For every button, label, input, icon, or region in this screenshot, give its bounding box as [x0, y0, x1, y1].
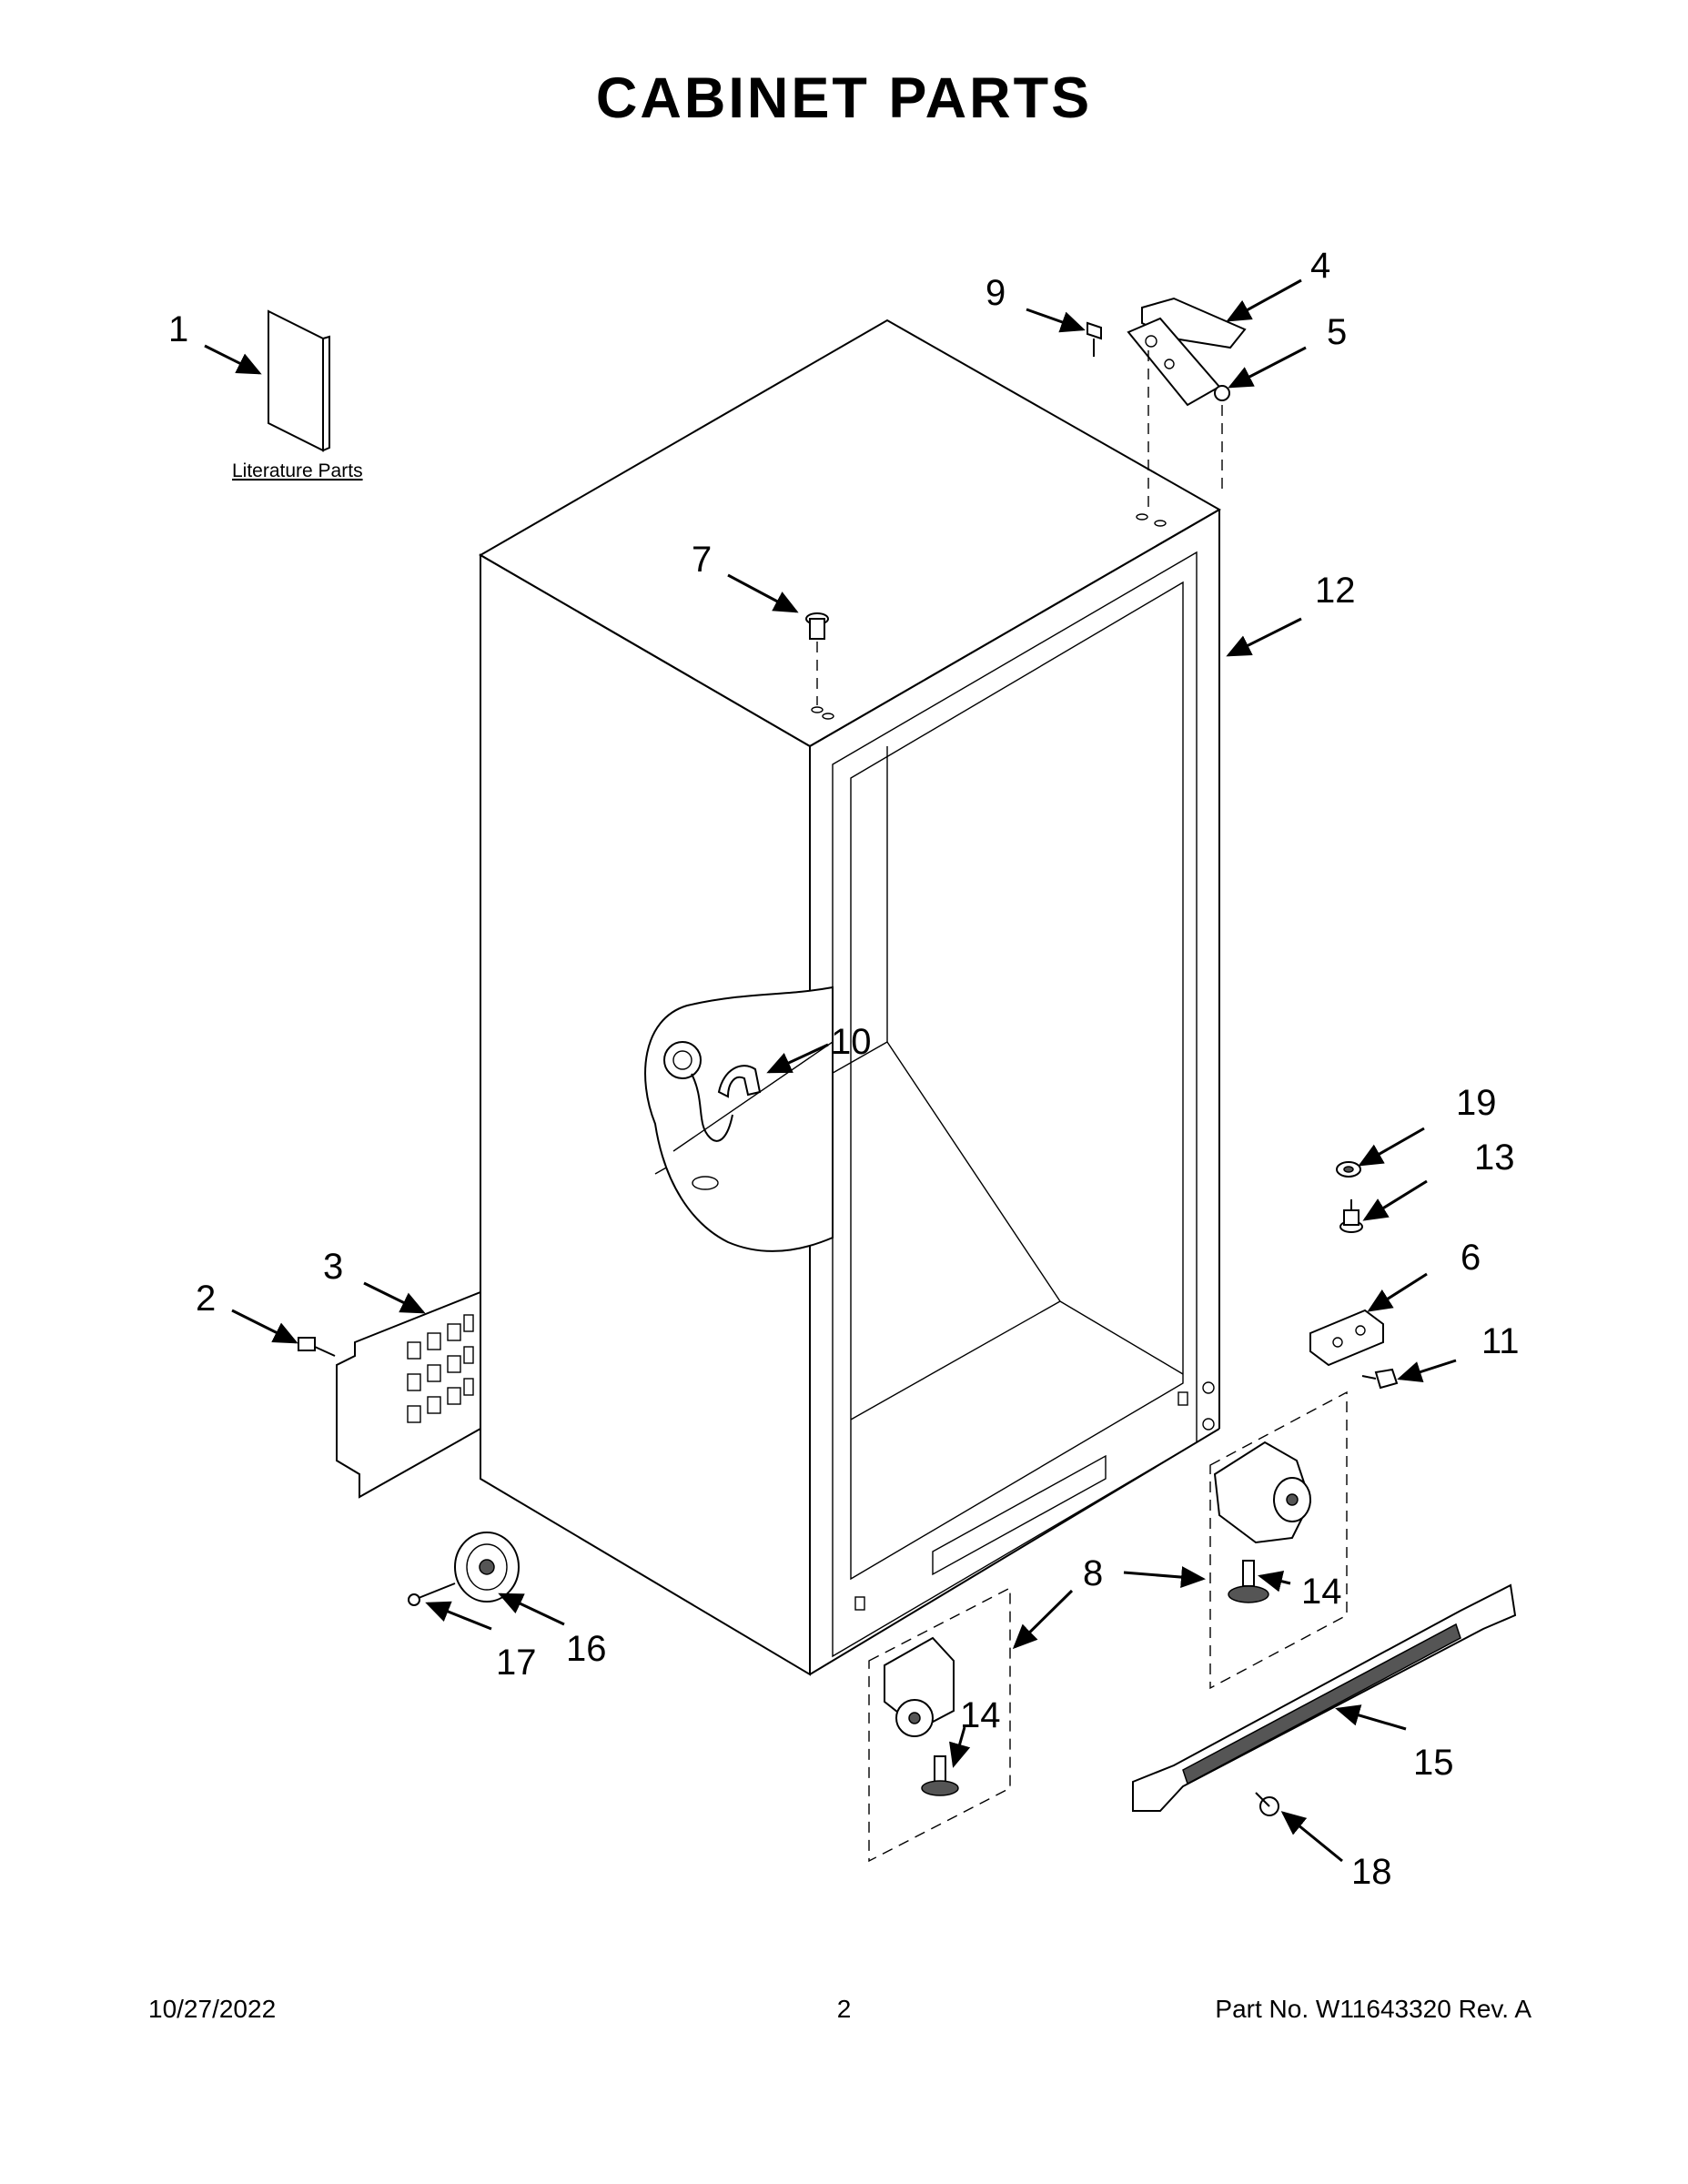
callout-18: 18 [1351, 1852, 1392, 1892]
rear-grille-panel-part [336, 1290, 481, 1499]
cabinet-body [479, 318, 1222, 1676]
hinge-screw-bottom-part [1361, 1368, 1399, 1390]
callout-17: 17 [496, 1643, 537, 1683]
footer-date: 10/27/2022 [148, 1995, 277, 2023]
leveling-leg-left-part [921, 1755, 959, 1796]
grille-screw-part [1255, 1792, 1279, 1816]
callout-12: 12 [1315, 571, 1356, 611]
page-title: CABINET PARTS [595, 66, 1093, 130]
callout-4: 4 [1310, 246, 1330, 286]
panel-screw-part [298, 1337, 336, 1357]
callout-16: 16 [566, 1629, 607, 1669]
callout-2: 2 [196, 1279, 216, 1319]
literature-parts-label: Literature Parts [232, 460, 363, 481]
hinge-screw-part [1087, 321, 1102, 357]
leveling-leg-right-part [1228, 1560, 1269, 1603]
callout-15: 15 [1413, 1743, 1454, 1783]
callout-6: 6 [1461, 1238, 1481, 1278]
footer-page-number: 2 [836, 1995, 852, 2023]
bottom-hinge-part [1309, 1309, 1384, 1367]
drain-tube-part [663, 1041, 762, 1142]
top-hinge-part [1127, 317, 1230, 510]
hinge-pin-part [1339, 1199, 1363, 1233]
top-plug-part [805, 612, 829, 705]
callout-14-right: 14 [1301, 1572, 1342, 1612]
callout-7: 7 [692, 540, 712, 580]
callout-13: 13 [1474, 1138, 1515, 1178]
literature-parts-icon [268, 309, 330, 452]
callout-11: 11 [1481, 1321, 1520, 1361]
washer-part [1336, 1161, 1361, 1178]
callout-3: 3 [323, 1247, 343, 1287]
callout-arrows [204, 278, 1457, 1863]
front-roller-assembly-right [1209, 1390, 1348, 1690]
toe-grille-part [1132, 1583, 1517, 1812]
front-roller-assembly-left [868, 1586, 1011, 1863]
callout-10: 10 [831, 1022, 872, 1062]
callout-8: 8 [1083, 1553, 1103, 1593]
callout-1: 1 [168, 309, 188, 349]
footer-part-number: Part No. W11643320 Rev. A [1215, 1995, 1531, 2023]
callout-19: 19 [1456, 1083, 1497, 1123]
callout-14-left: 14 [960, 1695, 1001, 1735]
roller-axle-part [408, 1582, 456, 1606]
callout-5: 5 [1327, 312, 1347, 352]
rear-roller-part [454, 1532, 520, 1603]
cutaway-drain-area [644, 986, 834, 1252]
callout-9: 9 [986, 273, 1006, 313]
